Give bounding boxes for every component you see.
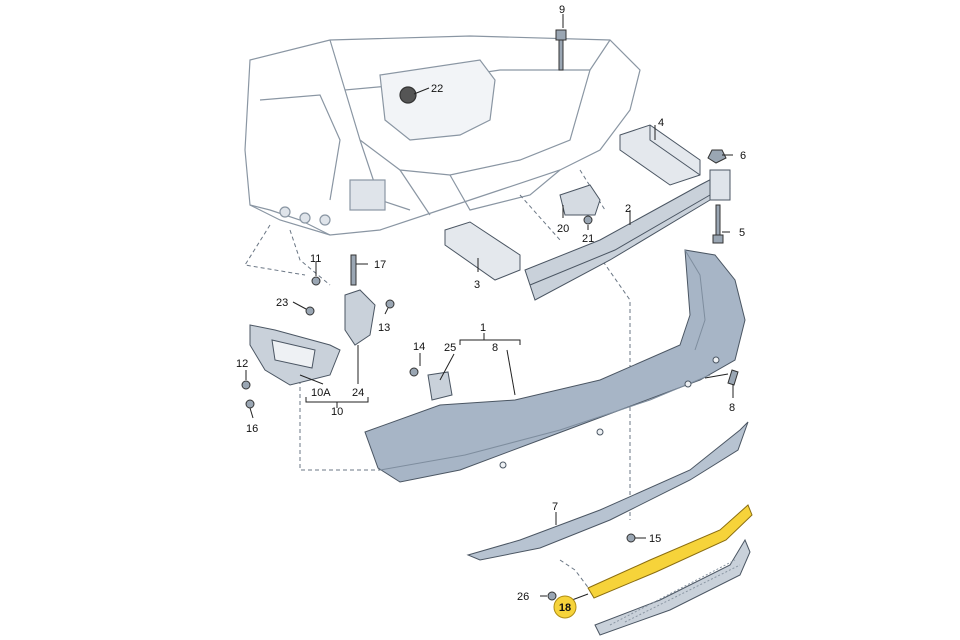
label-part-2: 2 xyxy=(625,203,631,215)
label-part-5: 5 xyxy=(739,227,745,239)
label-part-10a: 10A xyxy=(311,387,331,399)
fastener-part-23 xyxy=(305,306,315,316)
label-part-9: 9 xyxy=(559,4,565,16)
label-part-8: 8 xyxy=(492,342,498,354)
label-part-22: 22 xyxy=(431,83,443,95)
clip-part-8 xyxy=(727,369,739,386)
bracket-part-4 xyxy=(619,124,701,186)
label-part-17: 17 xyxy=(374,259,386,271)
label-part-13: 13 xyxy=(378,322,390,334)
label-part-12: 12 xyxy=(236,358,248,370)
diffuser-part-7 xyxy=(466,421,749,561)
callout-lines xyxy=(245,14,734,601)
trim-strip-part-18 xyxy=(587,504,753,599)
bracket-part-25 xyxy=(427,371,453,401)
bracket-part-3 xyxy=(444,221,521,281)
label-part-16: 16 xyxy=(246,423,258,435)
screw-part-16 xyxy=(245,399,255,409)
label-part-6: 6 xyxy=(740,150,746,162)
bumper-cover-part-8 xyxy=(364,249,746,483)
guide-bracket-part-24 xyxy=(344,289,376,346)
screw-part-26 xyxy=(547,591,557,601)
screw-part-12 xyxy=(241,380,251,390)
label-part-1: 1 xyxy=(480,322,486,334)
bolt-part-9 xyxy=(555,29,567,71)
nut-part-21 xyxy=(583,215,593,225)
fastener-part-13 xyxy=(385,299,395,309)
impact-beam-part-2 xyxy=(524,169,731,301)
label-part-23: 23 xyxy=(276,297,288,309)
label-part-25: 25 xyxy=(444,342,456,354)
nut-part-6 xyxy=(707,149,727,164)
bracket-part-20 xyxy=(559,184,601,216)
screw-part-15 xyxy=(626,533,636,543)
label-part-20: 20 xyxy=(557,223,569,235)
label-part-7: 7 xyxy=(552,501,558,513)
grille-mesh xyxy=(594,538,751,636)
label-part-15: 15 xyxy=(649,533,661,545)
part-labels: 9 22 4 6 2 5 20 21 3 17 11 23 13 14 25 1… xyxy=(236,4,746,603)
pin-part-17 xyxy=(350,254,357,286)
label-part-11: 11 xyxy=(310,253,321,265)
label-part-21: 21 xyxy=(582,233,594,245)
label-part-8-clip: 8 xyxy=(729,402,735,414)
label-part-4: 4 xyxy=(658,117,664,129)
side-bracket-part-10a xyxy=(249,324,341,386)
bolt-part-5 xyxy=(712,204,724,244)
label-part-14: 14 xyxy=(413,341,425,353)
label-part-18: 18 xyxy=(559,602,571,614)
label-part-24: 24 xyxy=(352,387,364,399)
nut-part-14 xyxy=(409,367,419,377)
fastener-part-11 xyxy=(311,276,321,286)
label-part-10: 10 xyxy=(331,406,343,418)
label-part-26: 26 xyxy=(517,591,529,603)
label-part-3: 3 xyxy=(474,279,480,291)
car-body-rear xyxy=(244,35,641,236)
callout-part-18: 18 xyxy=(553,595,577,619)
